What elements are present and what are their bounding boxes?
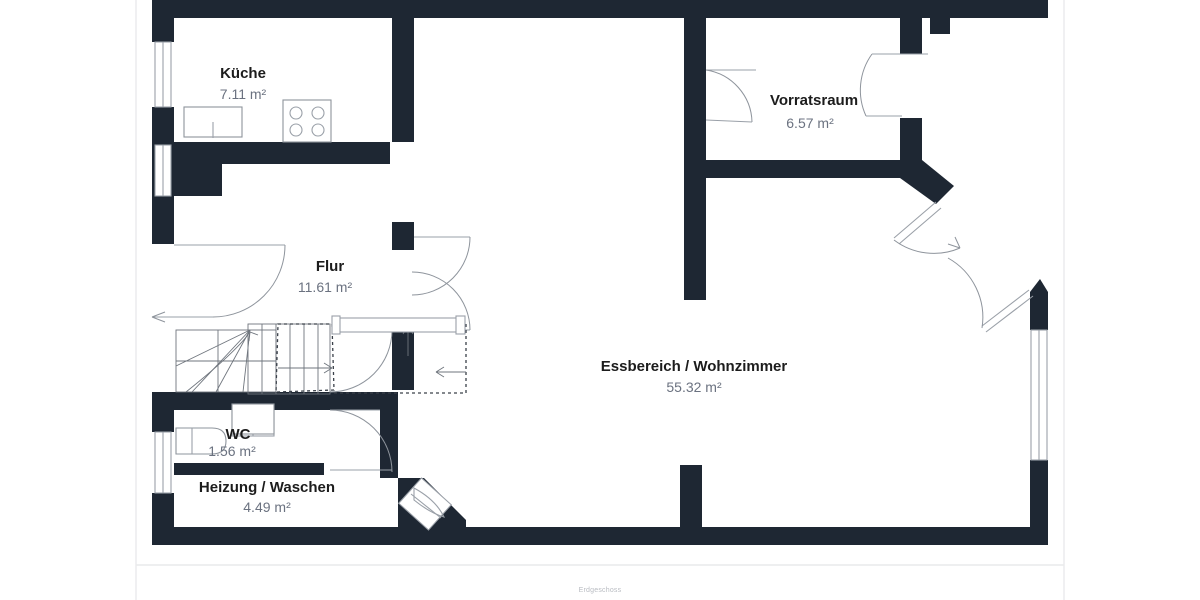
wall-left-upper-stub [152, 0, 174, 42]
stair-landing-rail [335, 317, 459, 333]
fixtures [175, 99, 332, 455]
stair-rail-post-left [331, 315, 341, 335]
door-arc-flur-lower [411, 271, 471, 331]
wall-vorrat-angled [900, 160, 954, 204]
floor-caption: Erdgeschoss [579, 587, 622, 594]
room-name-kueche: Küche [220, 65, 266, 82]
wall-flur-east-bottom [392, 330, 414, 390]
room-name-vorratsraum: Vorratsraum [770, 92, 858, 109]
wall-top-left [152, 0, 414, 18]
door-leaf-flur-left [151, 311, 166, 323]
room-name-wohnzimmer: Essbereich / Wohnzimmer [601, 358, 788, 375]
stair-direction-arrow [185, 331, 251, 393]
wall-structure [152, 0, 1048, 545]
kitchen-stove-icon [282, 99, 332, 143]
stair-arrow-down [278, 362, 333, 374]
wall-flur-east [392, 18, 414, 142]
wc-cistern-icon [231, 403, 275, 435]
wall-vorrat-south [684, 160, 906, 178]
stair-landing-arrow-left [435, 366, 466, 378]
door-arc-vorrat-west [705, 69, 753, 123]
door-angled-upper [893, 201, 961, 254]
wall-vorrat-east-lower [900, 118, 922, 166]
room-area-wohnzimmer: 55.32 m² [666, 379, 722, 395]
wall-top-right [414, 0, 1048, 18]
room-name-heizung: Heizung / Waschen [199, 479, 335, 496]
wall-vorrat-west-long [684, 118, 706, 300]
room-name-flur: Flur [316, 258, 344, 275]
stair-upper-outline [275, 323, 335, 393]
wall-left-pier-2 [152, 196, 174, 244]
room-area-kueche: 7.11 m² [220, 86, 267, 102]
room-area-flur: 11.61 m² [298, 279, 353, 295]
wall-stairs-wc [174, 392, 398, 410]
wall-heizung-east [380, 410, 398, 478]
door-arc-flur-left [212, 244, 286, 318]
wall-top-right-stub [930, 0, 950, 34]
wall-kueche-flur [152, 142, 390, 164]
door-arc-vorrat-east [859, 53, 873, 117]
wall-flur-east-lower [392, 222, 414, 250]
wall-column-center [680, 465, 702, 531]
windows [154, 41, 1048, 531]
wc-basin-icon [175, 427, 227, 455]
wall-right-window-head [1030, 279, 1048, 330]
window-bay-sash [413, 487, 446, 518]
door-arc-flur-upper [411, 236, 471, 296]
staircase [175, 315, 467, 437]
stair-flight-outline [247, 323, 331, 395]
door-arc-wc [329, 409, 393, 473]
page-edges [135, 0, 1065, 600]
wall-wc-heizung [174, 463, 324, 475]
door-arc-stairs [329, 329, 393, 393]
wall-vorrat-east [900, 18, 922, 54]
room-area-heizung: 4.49 m² [243, 499, 291, 515]
wall-left-pier-1 [152, 107, 174, 145]
wall-bottom [152, 527, 1048, 545]
wall-right-lower [1030, 460, 1048, 545]
wall-left-pier-3 [152, 392, 174, 432]
stair-rail-post-right [455, 315, 466, 335]
room-area-vorratsraum: 6.57 m² [786, 115, 834, 131]
door-angled-lower [947, 257, 1034, 333]
